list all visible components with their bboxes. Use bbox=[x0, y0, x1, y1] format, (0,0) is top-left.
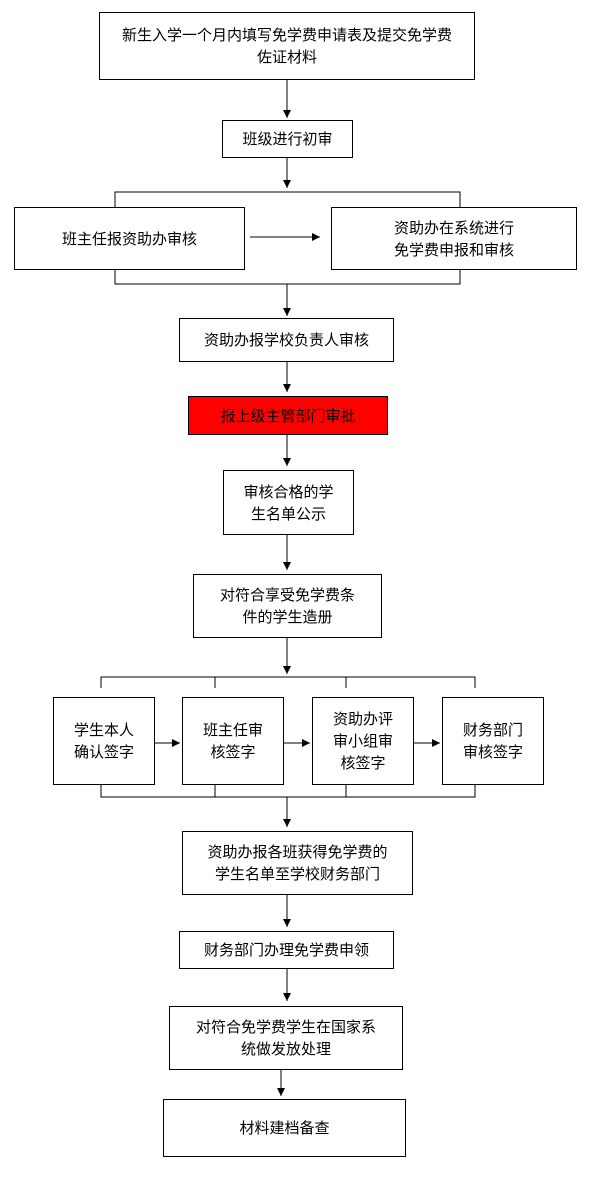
bracket-top-sign bbox=[100, 676, 476, 688]
step-head-teacher-sign: 班主任审 核签字 bbox=[182, 697, 284, 785]
step-report-list-to-finance: 资助办报各班获得免学费的 学生名单至学校财务部门 bbox=[182, 831, 413, 895]
step-public-notice: 审核合格的学 生名单公示 bbox=[223, 470, 354, 535]
step-archive-materials: 材料建档备查 bbox=[163, 1099, 406, 1157]
step-head-teacher-report: 班主任报资助办审核 bbox=[14, 207, 245, 270]
bracket-top-review bbox=[114, 191, 461, 208]
step-finance-sign: 财务部门 审核签字 bbox=[442, 697, 544, 785]
step-register-eligible: 对符合享受免学费条 件的学生造册 bbox=[193, 574, 382, 638]
step-national-system-disbursement: 对符合免学费学生在国家系 统做发放处理 bbox=[169, 1006, 403, 1070]
bracket-bottom-review bbox=[114, 270, 461, 285]
step-review-panel-sign: 资助办评 审小组审 核签字 bbox=[312, 697, 414, 785]
step-school-leader-review: 资助办报学校负责人审核 bbox=[179, 318, 394, 362]
bracket-bottom-sign bbox=[100, 785, 476, 798]
step-class-preliminary-review: 班级进行初审 bbox=[222, 120, 353, 158]
step-finance-claim: 财务部门办理免学费申领 bbox=[179, 931, 394, 969]
step-higher-authority-approval: 报上级主管部门审批 bbox=[188, 396, 388, 435]
step-student-sign: 学生本人 确认签字 bbox=[53, 697, 155, 785]
step-apply-submit: 新生入学一个月内填写免学费申请表及提交免学费佐证材料 bbox=[99, 12, 475, 80]
step-aid-office-system-review: 资助办在系统进行 免学费申报和审核 bbox=[331, 207, 577, 270]
